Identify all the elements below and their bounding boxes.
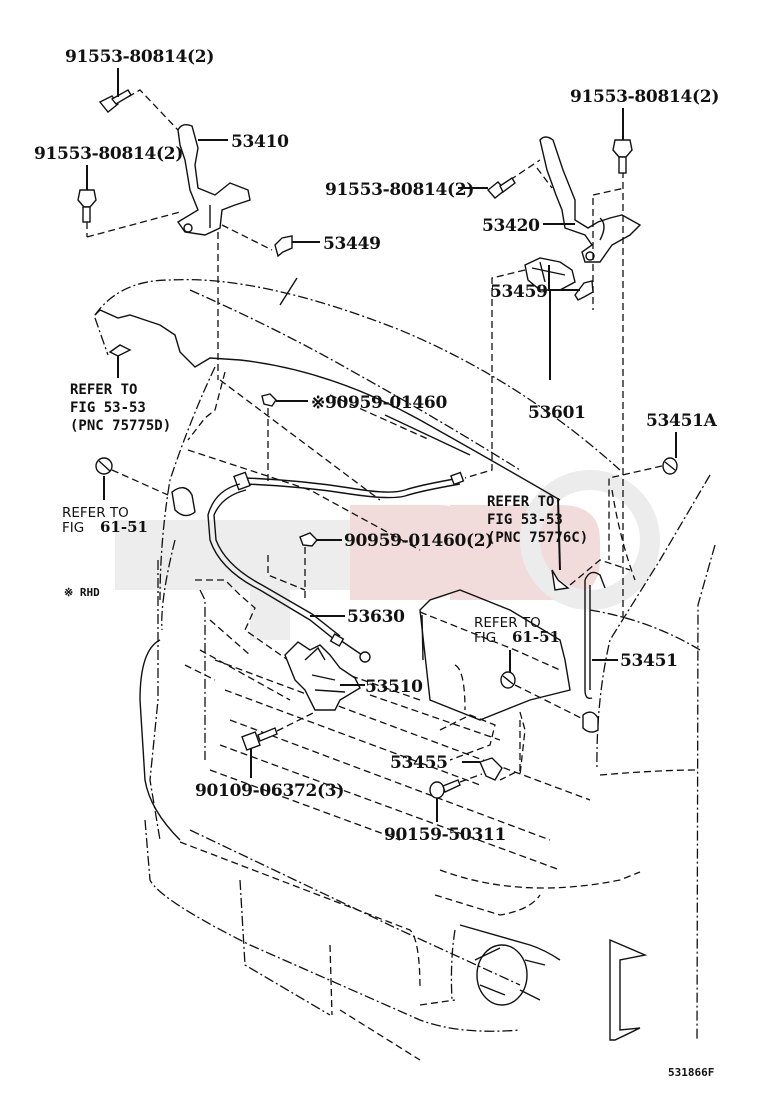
release-cable (207, 471, 465, 663)
bolt-icon (612, 139, 633, 174)
dash-bolt-lock (276, 711, 316, 732)
hood-cushion-left (95, 457, 113, 475)
front-bumper (144, 819, 648, 1061)
cushion-seat-left (171, 487, 196, 517)
label-hinge-right: 53420 (482, 216, 540, 236)
label-clip-pair: 90959-01460(2) (344, 531, 493, 551)
bolt-icon (77, 189, 97, 223)
stopper-right (574, 280, 594, 301)
washer-tank (419, 589, 571, 776)
leader-lines (86, 68, 677, 822)
dash-cushion-left (111, 469, 169, 496)
ref-hood-right-line1: REFER TO (487, 494, 554, 510)
label-bolt-top-right: 91553-80814(2) (570, 87, 719, 107)
hood-hinge-right (539, 136, 642, 263)
bolt-icon (241, 727, 278, 751)
label-lock: 53510 (365, 677, 423, 697)
dash-hinge-right (509, 159, 626, 196)
bolt-icon (98, 89, 132, 113)
grille (209, 659, 591, 871)
label-screw-holder: 90159-50311 (384, 825, 506, 845)
ref-hood-left-line3: (PNC 75775D) (70, 418, 171, 434)
dash-screw (459, 773, 483, 783)
label-cushion: 53451A (646, 411, 718, 431)
note-rhd: ※ RHD (64, 586, 100, 599)
clip-rhd (261, 393, 277, 407)
label-hinge-left: 53410 (231, 132, 289, 152)
hood-lock (284, 641, 361, 711)
watermark (115, 470, 660, 640)
dash-hinge-left-base (86, 211, 273, 251)
label-handle: 53601 (528, 403, 586, 423)
label-bolt-top-left: 91553-80814(2) (65, 47, 214, 67)
label-bolt-left: 91553-80814(2) (34, 144, 183, 164)
hood-panel (94, 277, 621, 601)
clip-pair (299, 532, 318, 547)
dash-handle (464, 269, 526, 479)
hood-clip-left (108, 344, 132, 357)
screw-icon (429, 779, 461, 799)
rod-holder (479, 757, 503, 781)
dash-clips (267, 547, 306, 600)
stopper-left (274, 235, 293, 258)
ref-hood-left-line2: FIG 53-53 (70, 400, 146, 416)
ref-hood-right-line3: (PNC 75776C) (487, 530, 588, 546)
label-stopper-left: 53449 (323, 234, 381, 254)
dash-hinge-left-top (127, 89, 179, 131)
ref-hood-right-line2: FIG 53-53 (487, 512, 563, 528)
ref-right-61-line2b: 61-51 (512, 628, 560, 646)
fender-right (589, 474, 716, 1041)
label-stopper-right: 53459 (490, 282, 548, 302)
ref-hood-left-line1: REFER TO (70, 382, 137, 398)
figure-code: 531866F (668, 1066, 714, 1079)
label-clip-rhd: ※90959-01460 (311, 393, 447, 413)
label-bolt-lock: 90109-06372(3) (195, 781, 344, 801)
label-support-rod: 53451 (620, 651, 678, 671)
ref-left-61-line2a: FIG (62, 520, 84, 536)
dash-holder (499, 720, 521, 781)
hood-cushion-right (500, 671, 516, 689)
label-holder: 53455 (390, 753, 448, 773)
dash-rod-holder (569, 559, 631, 586)
body-left (139, 539, 296, 841)
hood-cushion (662, 457, 678, 475)
ref-right-61-line2a: FIG (474, 630, 496, 646)
ref-left-61-line1: REFER TO (62, 505, 129, 521)
hood-hinge-left (176, 123, 251, 236)
ref-left-61-line2b: 61-51 (100, 518, 148, 536)
support-rod (551, 569, 606, 700)
bolt-icon (486, 177, 516, 199)
label-cable: 53630 (347, 607, 405, 627)
cushion-seat-right (582, 711, 599, 733)
ref-right-61-line1: REFER TO (474, 615, 541, 631)
label-bolt-right-mid: 91553-80814(2) (325, 180, 474, 200)
dash-cushion-right (514, 684, 586, 721)
